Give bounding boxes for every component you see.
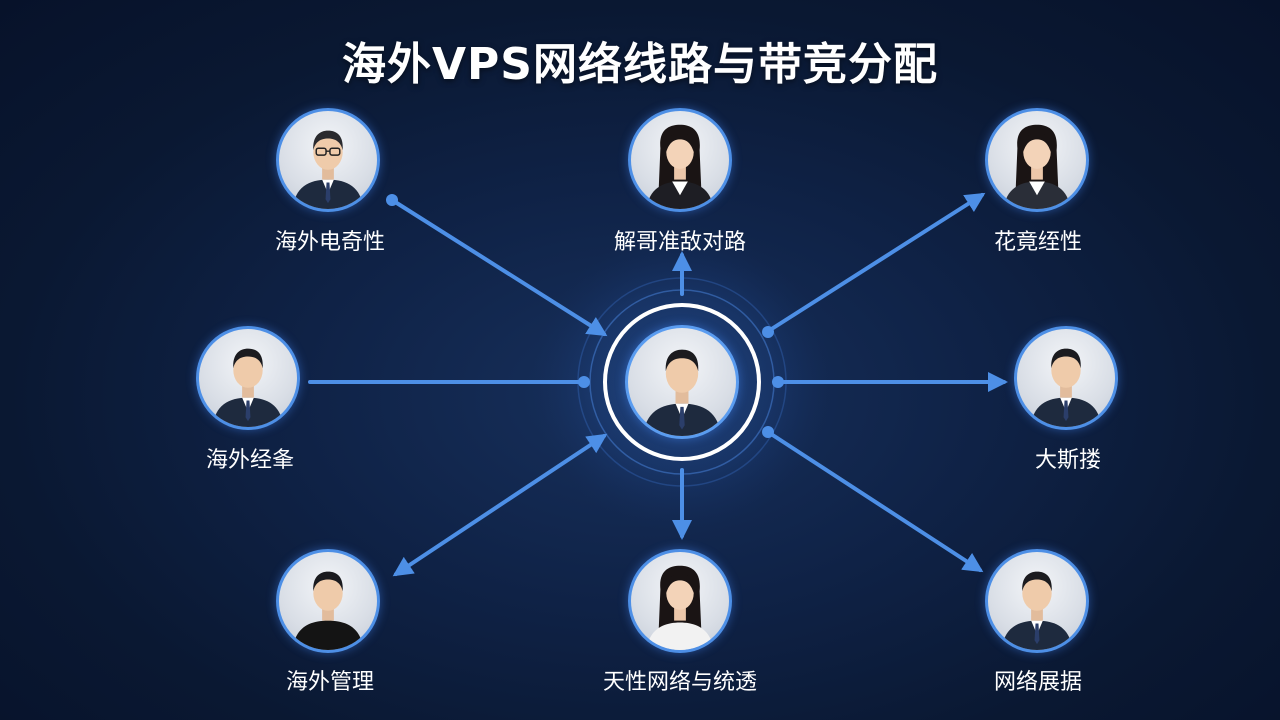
node-label-top-right: 花竟绖性	[993, 230, 1082, 255]
page-title: 海外VPS网络线路与带竞分配	[342, 39, 938, 90]
center-person-node[interactable]	[625, 325, 739, 439]
node-label-top-left: 海外电奇性	[274, 230, 385, 255]
link-bottom-right	[766, 430, 984, 573]
node-label-bottom: 天性网络与统透	[602, 670, 757, 695]
person-node-top[interactable]	[628, 108, 732, 212]
person-node-bottom-left[interactable]	[276, 549, 380, 653]
person-node-top-right[interactable]	[985, 108, 1089, 212]
center-bright-ring	[603, 303, 761, 461]
link-top-left-dot	[386, 194, 398, 206]
person-portrait-icon	[643, 349, 721, 436]
person-node-bottom-right[interactable]	[985, 549, 1089, 653]
link-right-dot	[772, 376, 784, 388]
link-left-dot	[578, 376, 590, 388]
node-label-right: 大斯搂	[1034, 448, 1101, 473]
link-top-right	[768, 192, 986, 332]
person-portrait-icon	[1003, 124, 1071, 209]
person-portrait-icon	[1001, 571, 1073, 650]
person-node-left[interactable]	[196, 326, 300, 430]
node-label-left: 海外经夆	[205, 448, 294, 473]
node-label-bottom-right: 网络展据	[993, 670, 1082, 695]
person-portrait-icon	[292, 130, 364, 209]
person-portrait-icon	[292, 571, 364, 650]
person-node-right[interactable]	[1014, 326, 1118, 430]
node-label-bottom-left: 海外管理	[285, 670, 374, 695]
link-bottom-right-dot	[762, 426, 774, 438]
person-portrait-icon	[646, 565, 714, 650]
person-portrait-icon	[1030, 348, 1102, 427]
person-node-top-left[interactable]	[276, 108, 380, 212]
person-node-bottom[interactable]	[628, 549, 732, 653]
person-portrait-icon	[212, 348, 284, 427]
person-portrait-icon	[646, 124, 714, 209]
node-label-top: 解哥准敌对路	[613, 230, 746, 255]
link-bottom-left	[392, 433, 608, 577]
link-top-right-dot	[762, 326, 774, 338]
link-top-left	[390, 198, 608, 337]
